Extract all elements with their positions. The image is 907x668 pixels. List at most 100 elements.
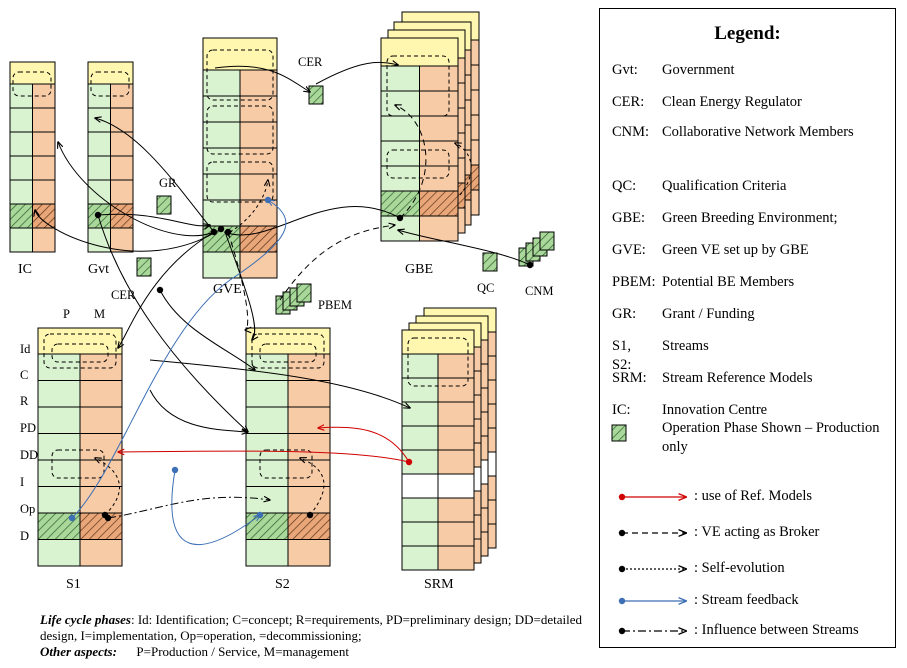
undefined [396,214,404,222]
legend-abbr: IC: [612,402,631,418]
label-cer-left: CER [111,288,136,302]
label-s1: S1 [66,577,81,592]
floating-icons [136,85,555,315]
column-header-p: P [63,307,70,321]
cnm-icon-3 [539,231,555,251]
label-gr: GR [159,176,177,190]
arrow-gbe-broker [395,105,427,219]
arrow-s2-self [300,458,325,516]
legend-arrow-dot [618,597,626,605]
structure-gve [202,37,278,279]
arrow-gve-broker [227,231,248,330]
undefined [306,511,314,519]
gr-icon [156,195,172,215]
caption-lifecycle-text: : Id: Identification; C=concept; R=requi… [40,612,582,643]
label-gvt: Gvt [88,262,109,277]
arrow-gvt-s2 [97,214,248,432]
arrow-s1-s2 [149,389,248,432]
legend-abbr: GVE: [612,242,646,258]
undefined [264,196,272,204]
phase-label-d: D [20,529,29,543]
structure-s1 [37,327,123,567]
arrow-srm-s1 [118,451,410,463]
phase-label-r: R [20,394,29,408]
undefined [526,261,534,269]
arrow-gvt-gve [97,213,210,226]
phase-label-id: Id [20,342,31,356]
arrow-srm-s2 [318,427,410,463]
legend-desc: Grant / Funding [662,306,755,322]
legend-desc: Collaborative Network Members [662,124,854,140]
undefined [68,514,76,522]
arrow-gve-gvt [95,118,215,233]
legend-arrow-label: : Influence between Streams [694,622,859,638]
legend-abbr: Gvt: [612,62,638,78]
caption: Life cycle phases: Id: Identification; C… [40,612,595,660]
undefined [217,225,225,233]
undefined [171,466,179,474]
legend-desc: Green Breeding Environment; [662,210,838,226]
legend-abbr: GR: [612,306,637,322]
label-qc: QC [477,281,494,295]
cer-left-icon [136,257,152,277]
label-gbe: GBE [405,262,433,277]
cer-icon [308,85,324,105]
column-header-m: M [94,307,105,321]
arrow-cnm-gbe [398,230,531,266]
arrow-gve-s2 [224,231,255,340]
legend-abbr: CER: [612,94,645,110]
legend-arrow-label: : use of Ref. Models [694,488,812,504]
legend-abbr: QC: [612,178,637,194]
arrow-gve-self [229,180,268,233]
arrow-s1-self [95,458,120,516]
phase-label-pd: PD [20,421,36,435]
label-cnm: CNM [525,284,553,298]
undefined [256,511,264,519]
structure-s2 [245,327,331,567]
legend-arrow-dot [618,529,626,537]
arrow-pbem-broker [279,225,395,301]
structure-gvt [87,61,134,253]
legend-desc: Qualification Criteria [662,178,787,194]
arrow-gve-ic [58,142,215,237]
arrow-gve-ic-2 [35,210,222,252]
phase-label-c: C [20,368,28,382]
arrow-s1-feedback [71,200,287,519]
legend-desc: Operation Phase Shown – Production only [662,420,880,455]
arrow-cer-s2 [159,289,255,370]
label-cer-top: CER [298,55,323,69]
legend-arrow-label: : Stream feedback [694,592,799,608]
qc-icon [482,252,498,272]
legend-abbr: : [622,420,627,436]
legend-desc: Streams [662,338,709,354]
undefined [405,458,413,466]
arrow-gve-s1 [118,231,215,348]
structure-gbe-layer-3 [380,37,459,242]
arrow-gve-cer [214,65,310,92]
arrow-s1-s2-influence [107,497,270,519]
label-s2: S2 [275,577,290,592]
legend-arrow-dot [618,493,626,501]
legend-arrow-label: : VE acting as Broker [694,524,820,540]
legend-desc: Green VE set up by GBE [662,242,809,258]
arrow-s1-srm [149,359,410,408]
phase-label-i: I [20,475,24,489]
legend-desc: Innovation Centre [662,402,768,418]
phase-label-dd: DD [20,448,38,462]
caption-other-text: P=Production / Service, M=management [136,644,349,659]
legend-arrow-dot [618,565,626,573]
lifecycle-structures [9,11,497,571]
arrow-gbe-gve [225,206,401,236]
label-gve: GVE [213,282,242,297]
caption-lifecycle-label: Life cycle phases [40,612,131,627]
legend-desc: Stream Reference Models [662,370,813,386]
structure-ic [9,61,56,253]
legend-abbr: SRM: [612,370,647,386]
legend-abbr: PBEM: [612,274,656,290]
undefined [101,511,109,519]
arrow-gbe-self [455,143,472,196]
label-srm: SRM [424,577,454,592]
undefined [94,211,102,219]
legend-abbr: S1, S2: [612,338,632,373]
